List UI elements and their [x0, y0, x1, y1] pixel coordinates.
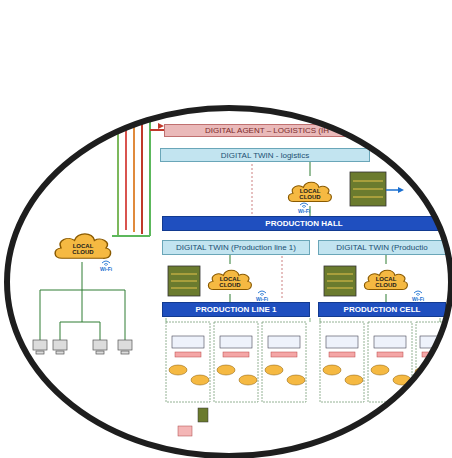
node-text: LOCAL CLOUD: [64, 235, 101, 255]
node-text: DIGITAL TWIN (Production line 1): [176, 243, 296, 252]
wifi-icon: [101, 259, 111, 266]
node-text: LOCAL CLOUD: [216, 270, 245, 288]
band-node: DIGITAL TWIN (Production line 1): [162, 240, 310, 255]
band-node: PRODUCTION CELL: [318, 302, 446, 317]
node-text: PRODUCTION CELL: [344, 305, 421, 314]
cloud-node: LOCAL CLOUD: [362, 264, 410, 294]
node-text: LOCAL CLOUD: [372, 270, 401, 288]
band-node: DIGITAL TWIN - logistics: [160, 148, 370, 162]
wifi-label: Wi-Fi: [100, 266, 112, 272]
node-text: DIGITAL AGENT – LOGISTICS (IH: [205, 126, 329, 135]
band-node: PRODUCTION LINE 1: [162, 302, 310, 317]
wifi-icon: [299, 201, 309, 208]
band-node: PRODUCTION HALL: [162, 216, 446, 231]
node-text: LOCAL CLOUD: [296, 182, 325, 200]
cloud-node: LOCAL CLOUD: [206, 264, 254, 294]
wifi-label: Wi-Fi: [412, 296, 424, 302]
connector: [230, 255, 231, 264]
connector: [230, 294, 231, 302]
connector: [310, 162, 311, 176]
connector: [386, 255, 387, 264]
cloud-node: LOCAL CLOUD: [286, 176, 334, 206]
wifi-icon: [413, 289, 423, 296]
band-node: DIGITAL TWIN (Productio: [318, 240, 446, 255]
wifi-label: Wi-Fi: [298, 208, 310, 214]
connector: [386, 294, 387, 302]
band-node: DIGITAL AGENT – LOGISTICS (IH: [164, 124, 370, 137]
node-text: PRODUCTION LINE 1: [196, 305, 277, 314]
cloud-node: LOCAL CLOUD: [52, 226, 114, 264]
node-text: DIGITAL TWIN (Productio: [336, 243, 427, 252]
node-text: PRODUCTION HALL: [265, 219, 342, 228]
wifi-label: Wi-Fi: [256, 296, 268, 302]
wifi-icon: [257, 289, 267, 296]
node-text: DIGITAL TWIN - logistics: [221, 151, 309, 160]
